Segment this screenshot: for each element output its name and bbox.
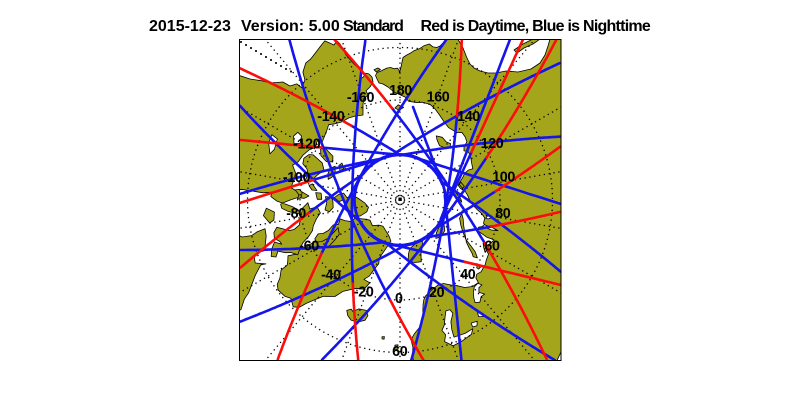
svg-text:Version: 5.00: Version: 5.00 <box>241 18 340 35</box>
svg-text:Red is Daytime, Blue is Nightt: Red is Daytime, Blue is Nighttime <box>421 18 651 35</box>
svg-text:140: 140 <box>457 109 480 125</box>
svg-text:-60: -60 <box>299 239 319 255</box>
svg-text:-140: -140 <box>317 109 345 125</box>
svg-text:2015-12-23: 2015-12-23 <box>149 18 231 35</box>
svg-text:20: 20 <box>429 285 445 301</box>
svg-text:-120: -120 <box>293 137 321 153</box>
svg-text:Standard: Standard <box>343 18 403 35</box>
svg-text:120: 120 <box>481 136 504 152</box>
svg-text:-80: -80 <box>286 206 306 222</box>
svg-text:-20: -20 <box>354 285 374 301</box>
svg-text:-160: -160 <box>347 90 375 106</box>
svg-text:160: 160 <box>427 90 450 106</box>
svg-text:60: 60 <box>392 344 408 360</box>
svg-text:0: 0 <box>395 291 403 307</box>
svg-text:60: 60 <box>484 239 500 255</box>
svg-text:-100: -100 <box>283 170 311 186</box>
svg-text:100: 100 <box>492 170 515 186</box>
svg-text:180: 180 <box>389 83 412 99</box>
svg-text:-40: -40 <box>321 268 341 284</box>
svg-text:40: 40 <box>460 267 476 283</box>
svg-text:80: 80 <box>495 206 511 222</box>
